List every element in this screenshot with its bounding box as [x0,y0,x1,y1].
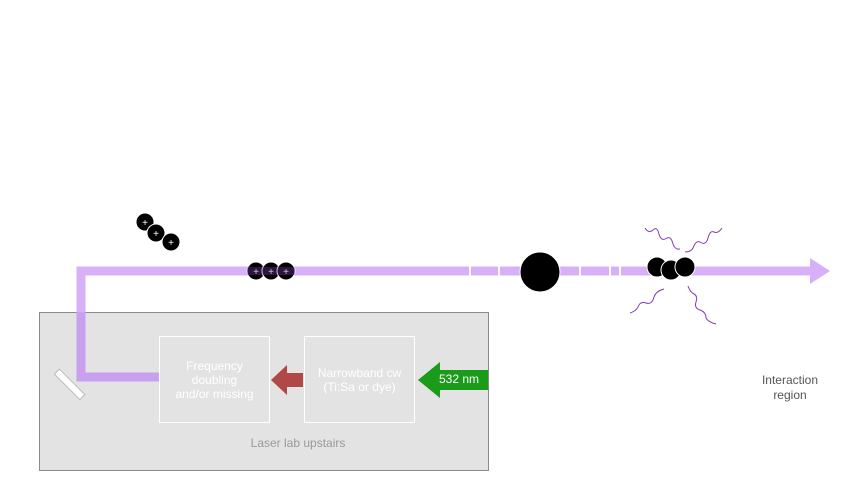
frequency-doubling-label: Frequency doubling and/or missing [175,358,254,401]
ion-group-on-beam: + + + [246,261,296,281]
pump-wavelength-label: 532 nm [438,372,480,386]
ion: + [146,223,166,243]
svg-text:+: + [253,267,259,278]
svg-text:+: + [153,229,159,240]
frequency-doubling-box: Frequency doubling and/or missing [159,336,270,423]
ion: + [161,232,181,252]
red-arrow-icon [271,365,303,395]
ion-bunch [519,251,561,293]
interaction-ions [646,256,696,281]
svg-text:+: + [142,218,148,229]
interaction-region-label: Interaction region [761,373,819,402]
mirror-icon [53,368,86,401]
svg-text:+: + [283,267,289,278]
narrowband-laser-label: Narrowband cw (Ti:Sa or dye) [317,365,402,394]
narrowband-laser-box: Narrowband cw (Ti:Sa or dye) [304,336,415,423]
ion-group-incoming: + + + [135,212,181,252]
emitted-photons-icon [629,227,723,325]
svg-text:+: + [168,238,174,249]
green-arrow-icon [418,362,488,398]
ion: + [276,261,296,281]
svg-text:+: + [268,267,274,278]
laser-lab-label: Laser lab upstairs [250,436,346,450]
